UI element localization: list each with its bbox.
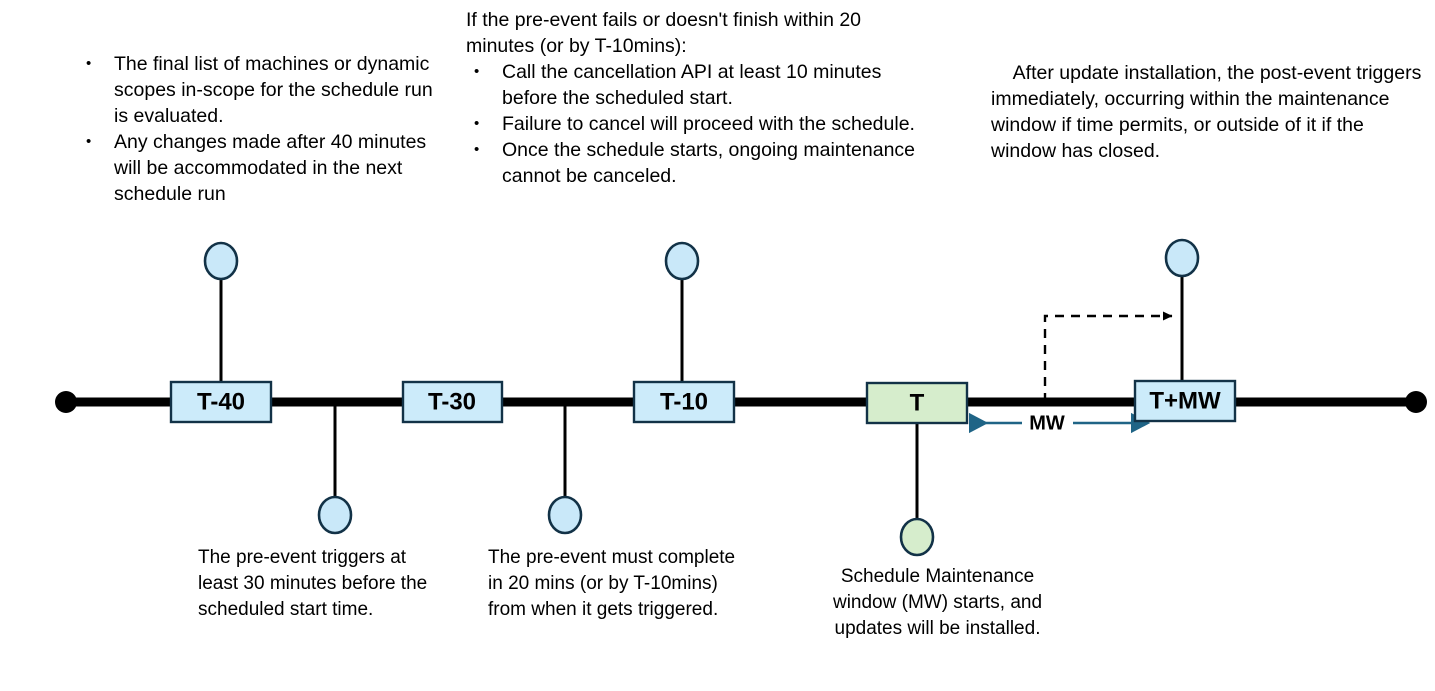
milestone-box[interactable]	[401, 380, 504, 424]
middle-annotation-lead: If the pre-event fails or doesn't finish…	[466, 9, 862, 57]
left-bullet-1: The final list of machines or dynamic sc…	[78, 51, 438, 129]
milestone-t-plus-mw[interactable]: T+MW	[1133, 379, 1237, 423]
timeline-start-cap	[55, 391, 77, 413]
milestone-label: T	[910, 389, 925, 416]
event-node-maintenance-start[interactable]	[899, 517, 935, 557]
mw-span-label: MW	[1029, 412, 1065, 434]
event-node-post-event[interactable]	[1164, 238, 1200, 278]
left-bullet-2: Any changes made after 40 minutes will b…	[78, 129, 438, 207]
milestone-t-zero[interactable]: T	[865, 381, 969, 425]
event-node-pre-event-complete[interactable]	[547, 495, 583, 535]
milestone-label: T-40	[197, 388, 245, 415]
caption-below-t: Schedule Maintenance window (MW) starts,…	[832, 566, 1043, 639]
middle-bullet-3: Once the schedule starts, ongoing mainte…	[466, 137, 926, 189]
right-annotation-block: After update installation, the post-even…	[991, 62, 1427, 162]
milestone-label: T+MW	[1149, 387, 1221, 414]
milestone-box[interactable]	[169, 380, 273, 424]
milestone-box[interactable]	[865, 381, 969, 425]
caption-below-t40: The pre-event triggers at least 30 minut…	[198, 547, 428, 620]
milestone-box[interactable]	[1133, 379, 1237, 423]
left-annotation-block: The final list of machines or dynamic sc…	[78, 51, 438, 207]
post-event-dashed-arrow	[1043, 311, 1173, 402]
event-node-cancellation-window[interactable]	[664, 241, 700, 281]
middle-bullet-1: Call the cancellation API at least 10 mi…	[466, 59, 926, 111]
milestone-t-minus-10[interactable]: T-10	[632, 380, 736, 424]
milestone-label: T-30	[428, 388, 476, 415]
middle-annotation-block: Call the cancellation API at least 10 mi…	[466, 59, 926, 189]
milestone-t-minus-30[interactable]: T-30	[401, 380, 504, 424]
caption-below-t30: The pre-event must complete in 20 mins (…	[488, 547, 736, 620]
milestone-t-minus-40[interactable]: T-40	[169, 380, 273, 424]
timeline-end-cap	[1405, 391, 1427, 413]
event-node-pre-event-trigger[interactable]	[317, 495, 353, 535]
event-node-scope-evaluation[interactable]	[203, 241, 239, 281]
milestone-label: T-10	[660, 388, 708, 415]
milestone-box[interactable]	[632, 380, 736, 424]
middle-bullet-2: Failure to cancel will proceed with the …	[466, 111, 926, 137]
